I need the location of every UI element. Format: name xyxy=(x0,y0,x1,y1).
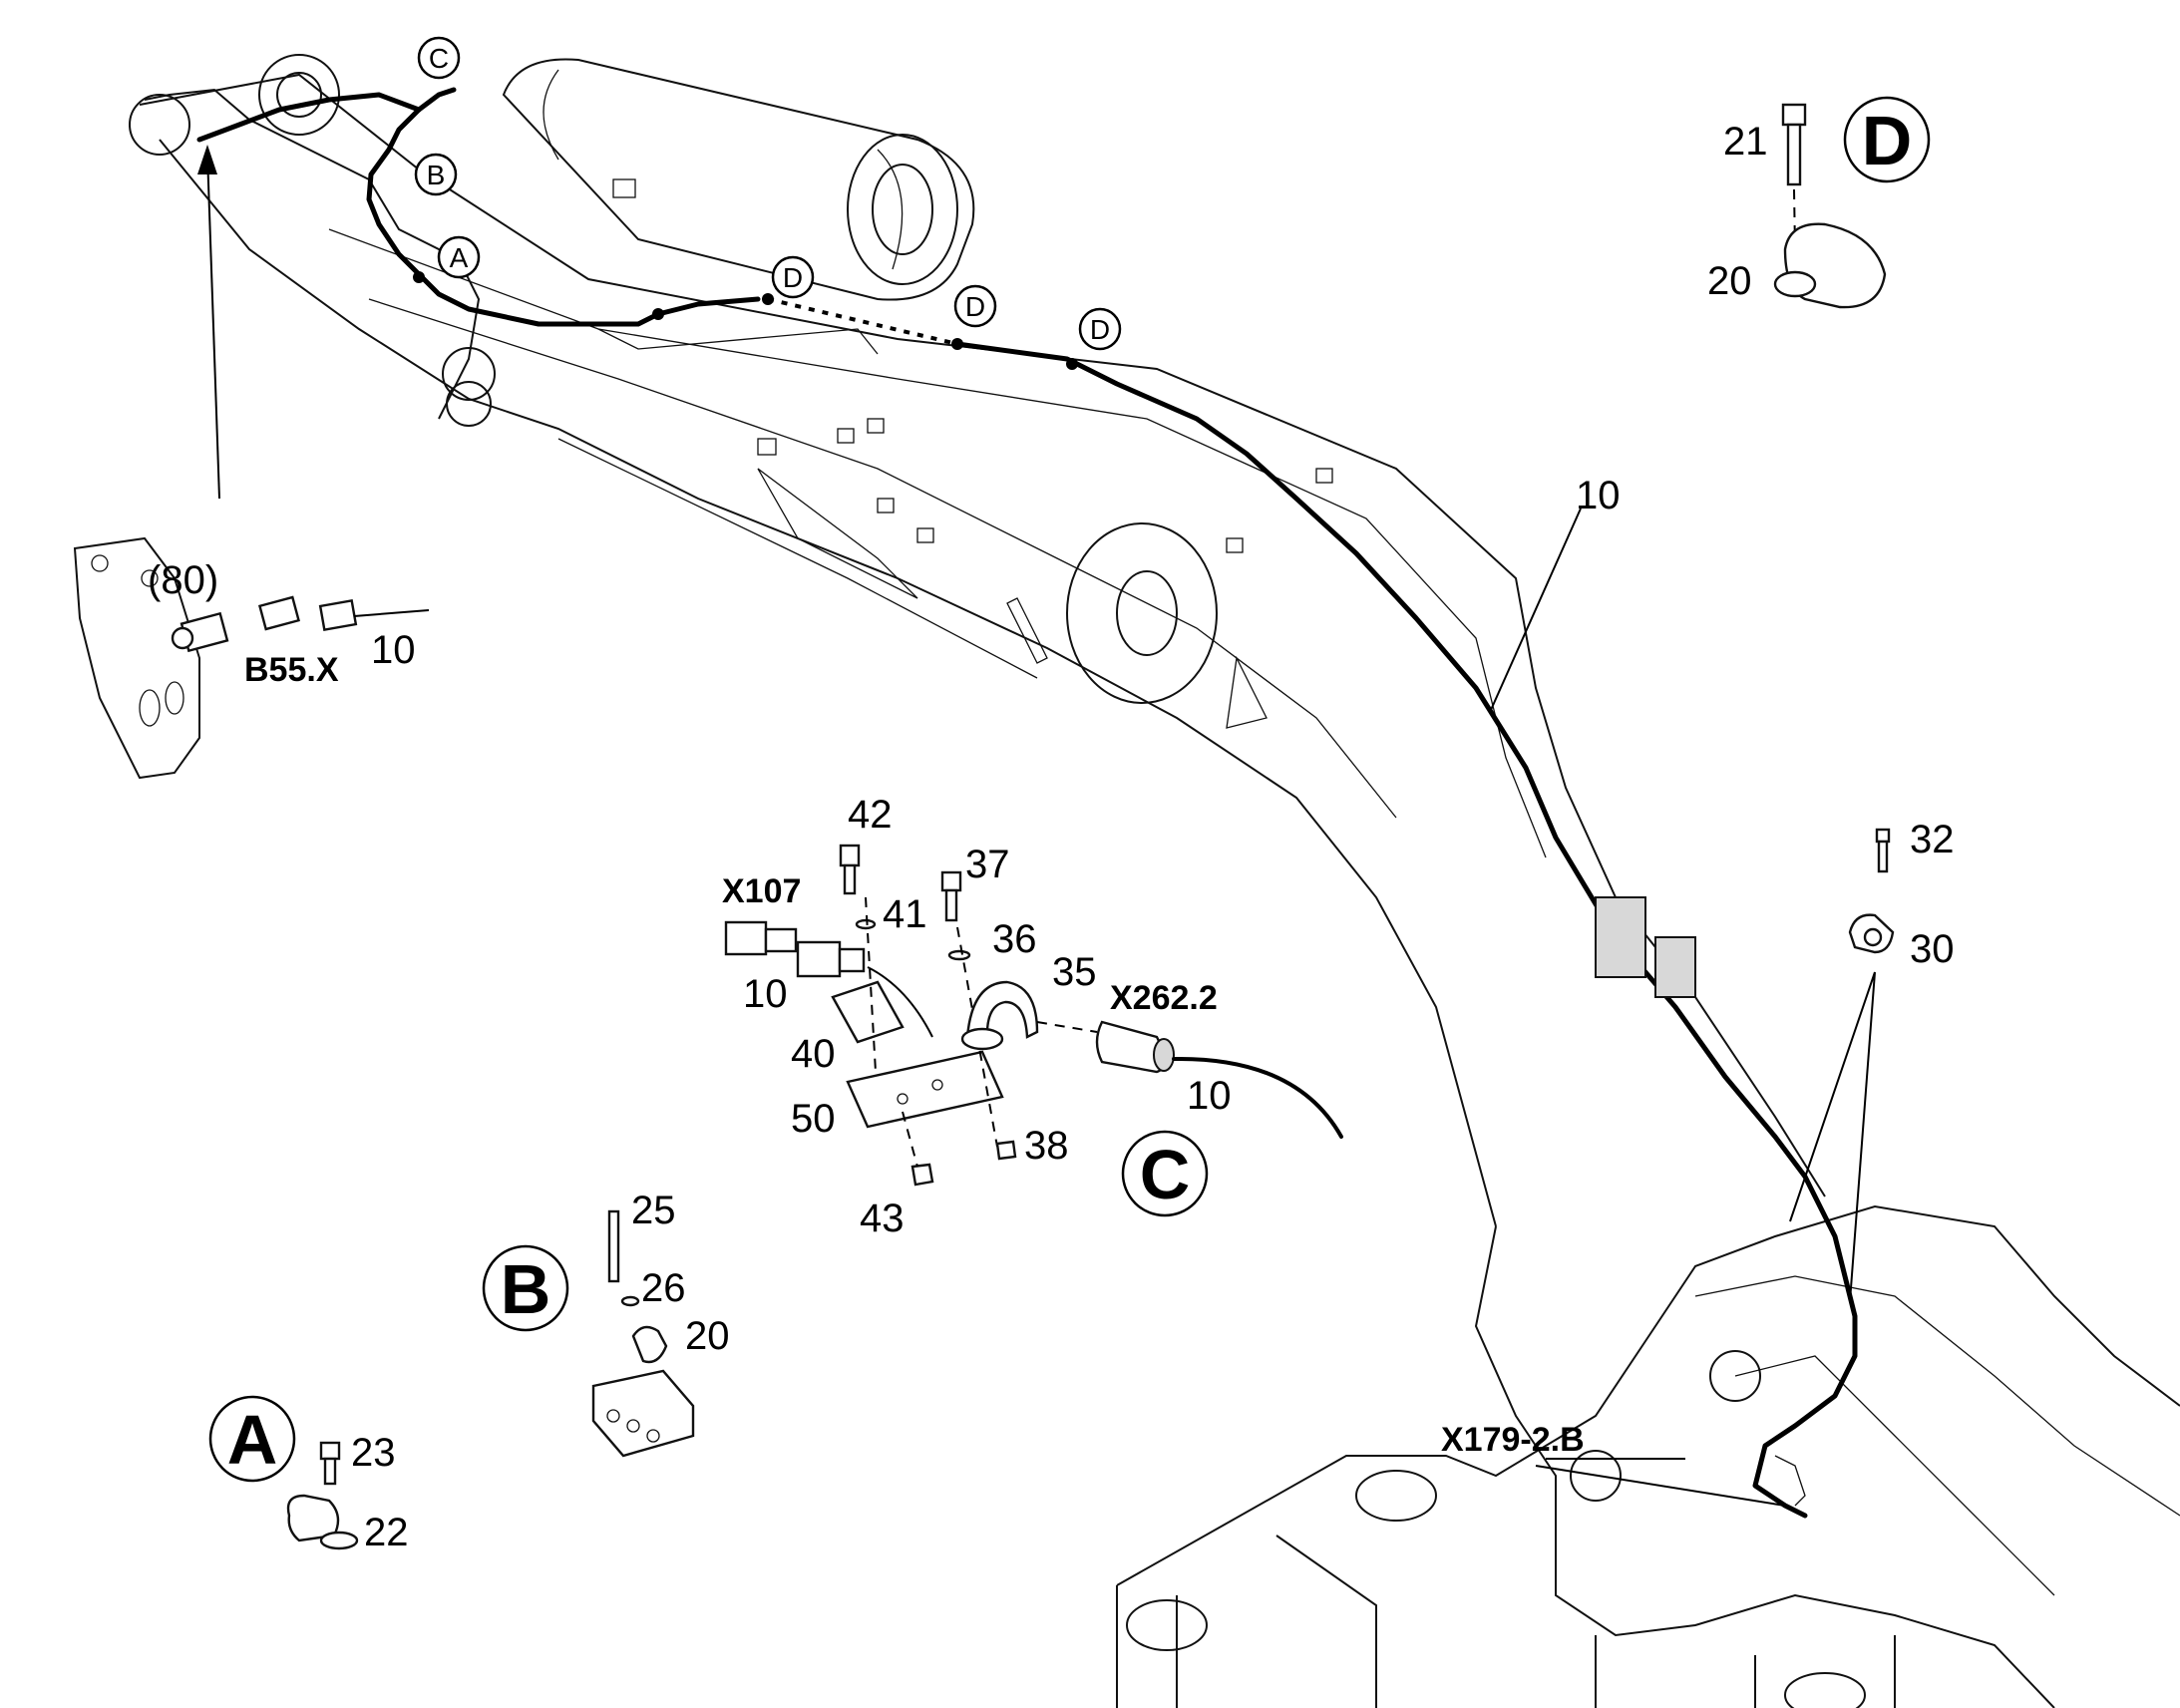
label-43: 43 xyxy=(860,1196,905,1240)
bolt-21 xyxy=(1781,103,1807,127)
detail-c xyxy=(724,844,1343,1187)
label-10-x107: 10 xyxy=(743,972,788,1016)
label-40: 40 xyxy=(791,1032,836,1076)
label-21: 21 xyxy=(1723,120,1768,164)
callout-d-boom-3: D xyxy=(1090,314,1110,345)
label-x107: X107 xyxy=(722,872,801,910)
detail-30-32 xyxy=(1848,828,1895,954)
label-x262-2: X262.2 xyxy=(1110,979,1218,1017)
part-labels: 10 (80) B55.X 10 X107 42 41 10 40 50 43 … xyxy=(148,120,1955,1554)
connector-x107 xyxy=(724,920,768,956)
bracket-40 xyxy=(831,980,905,1044)
detail-letter-b: B xyxy=(501,1250,551,1328)
label-20-d: 20 xyxy=(1707,259,1752,303)
label-37: 37 xyxy=(965,843,1010,886)
sensor-b55x-detail xyxy=(73,536,430,780)
callout-d-boom-2: D xyxy=(965,291,985,322)
detail-letter-d: D xyxy=(1862,102,1913,179)
carrier-frame xyxy=(1116,1204,2180,1586)
label-38: 38 xyxy=(1024,1124,1069,1168)
label-32: 32 xyxy=(1910,818,1955,861)
boom-cylinder xyxy=(502,58,975,301)
label-10-sensor: 10 xyxy=(371,628,416,672)
boom-callouts: C B A D D D xyxy=(414,36,1122,351)
detail-letter-c: C xyxy=(1140,1136,1191,1213)
bolt-32 xyxy=(1875,828,1891,844)
label-23: 23 xyxy=(351,1431,396,1475)
label-20-b: 20 xyxy=(685,1314,730,1358)
detail-d xyxy=(1773,103,1887,309)
clamp-36 xyxy=(965,980,1039,1044)
detail-callouts: D C B A xyxy=(208,96,1931,1483)
label-25: 25 xyxy=(631,1189,676,1232)
detail-letter-a: A xyxy=(227,1401,278,1479)
bolt-23 xyxy=(319,1441,341,1461)
label-36: 36 xyxy=(992,917,1037,961)
boom-outline-lower xyxy=(159,139,1497,1227)
label-10-main: 10 xyxy=(1576,474,1621,517)
callout-d-boom-1: D xyxy=(783,262,803,293)
label-50: 50 xyxy=(791,1097,836,1141)
junction-block xyxy=(591,1369,695,1458)
plate-50 xyxy=(846,1050,1004,1129)
label-30: 30 xyxy=(1910,927,1955,971)
label-42: 42 xyxy=(848,793,893,837)
label-26: 26 xyxy=(641,1266,686,1310)
label-41: 41 xyxy=(883,892,927,936)
boom-structure xyxy=(129,54,2180,1708)
sensor-bracket-plate xyxy=(73,536,200,780)
label-80: (80) xyxy=(148,558,218,602)
connector-x107-mate xyxy=(796,940,842,978)
clip-20-b xyxy=(631,1325,668,1364)
label-b55x: B55.X xyxy=(244,651,339,689)
connector-b55x xyxy=(258,595,300,631)
clamp-22 xyxy=(286,1494,340,1542)
cable-harness-10 xyxy=(196,87,1858,1519)
detail-b xyxy=(591,1209,695,1458)
callout-c-boom: C xyxy=(429,43,449,74)
label-22: 22 xyxy=(364,1511,409,1554)
callout-b-boom: B xyxy=(427,160,446,190)
callout-a-boom: A xyxy=(450,242,469,273)
detail-a xyxy=(286,1441,359,1550)
label-x179-2b: X179-2.B xyxy=(1441,1421,1585,1459)
leader-lines xyxy=(197,145,1876,1507)
label-10-c: 10 xyxy=(1187,1074,1232,1118)
bolt-25 xyxy=(607,1209,620,1283)
label-35: 35 xyxy=(1052,950,1097,994)
